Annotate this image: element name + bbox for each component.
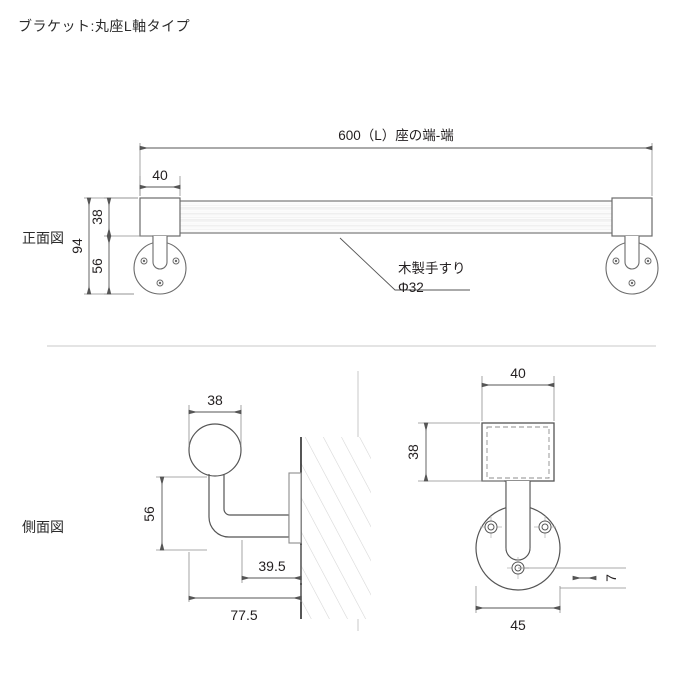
front-bracket-left — [133, 197, 187, 295]
bracket-arm-side — [208, 474, 290, 538]
dim-rail-diameter: 38 — [188, 392, 242, 446]
dim-plate-diameter: 45 — [475, 586, 561, 633]
dim-label-38-detail: 38 — [405, 444, 421, 460]
handrail-tube — [169, 200, 623, 234]
detail-view-group: 40 38 7 45 — [405, 365, 626, 633]
detail-screw-holes — [480, 516, 556, 579]
dim-upper-height: 38 — [89, 197, 152, 237]
dim-label-overall: 600（L）座の端-端 — [338, 128, 454, 143]
dim-label-38-front: 38 — [89, 209, 105, 225]
dim-label-56-front: 56 — [89, 258, 105, 274]
dim-label-40-detail: 40 — [510, 365, 526, 381]
dim-total-projection: 77.5 — [188, 552, 302, 623]
page-title: ブラケット:丸座L軸タイプ — [18, 18, 191, 34]
callout-line-2: Φ32 — [398, 280, 424, 295]
dim-drop-height: 56 — [141, 476, 207, 551]
callout-handrail: 木製手すり Φ32 — [339, 237, 470, 295]
front-bracket-right — [605, 197, 659, 295]
detail-base-plate — [475, 481, 561, 591]
screw-holes-left — [140, 257, 180, 287]
dim-label-7: 7 — [603, 574, 619, 582]
side-view-group: 38 56 39.5 77.5 — [141, 392, 371, 623]
dim-overall-length: 600（L）座の端-端 — [139, 128, 653, 196]
screw-holes-right — [612, 257, 652, 287]
dim-bracket-width: 40 — [139, 167, 181, 196]
dim-detail-width: 40 — [481, 365, 555, 421]
dim-label-39-5: 39.5 — [258, 558, 285, 574]
wall — [300, 437, 371, 619]
dim-label-56-side: 56 — [141, 506, 157, 522]
dim-detail-height: 38 — [405, 422, 504, 482]
dim-wall-offset: 39.5 — [241, 540, 302, 583]
screw-hole-top-right — [534, 516, 556, 538]
dim-label-38-side: 38 — [207, 392, 223, 408]
dim-label-40-front: 40 — [152, 167, 168, 183]
front-view-label: 正面図 — [22, 230, 64, 246]
dim-plate-thickness: 7 — [518, 567, 626, 589]
screw-hole-top-left — [480, 516, 502, 538]
dim-label-45: 45 — [510, 617, 526, 633]
detail-saddle-block — [481, 422, 555, 482]
wall-plate-side — [288, 472, 302, 544]
rail-section-circle — [188, 423, 242, 477]
dim-label-94: 94 — [69, 238, 85, 254]
side-view-label: 側面図 — [22, 519, 64, 535]
dim-lower-height: 56 — [89, 235, 134, 295]
front-view-group: 600（L）座の端-端 40 94 38 — [69, 128, 659, 295]
callout-line-1: 木製手すり — [398, 261, 466, 276]
dim-label-77-5: 77.5 — [230, 607, 257, 623]
